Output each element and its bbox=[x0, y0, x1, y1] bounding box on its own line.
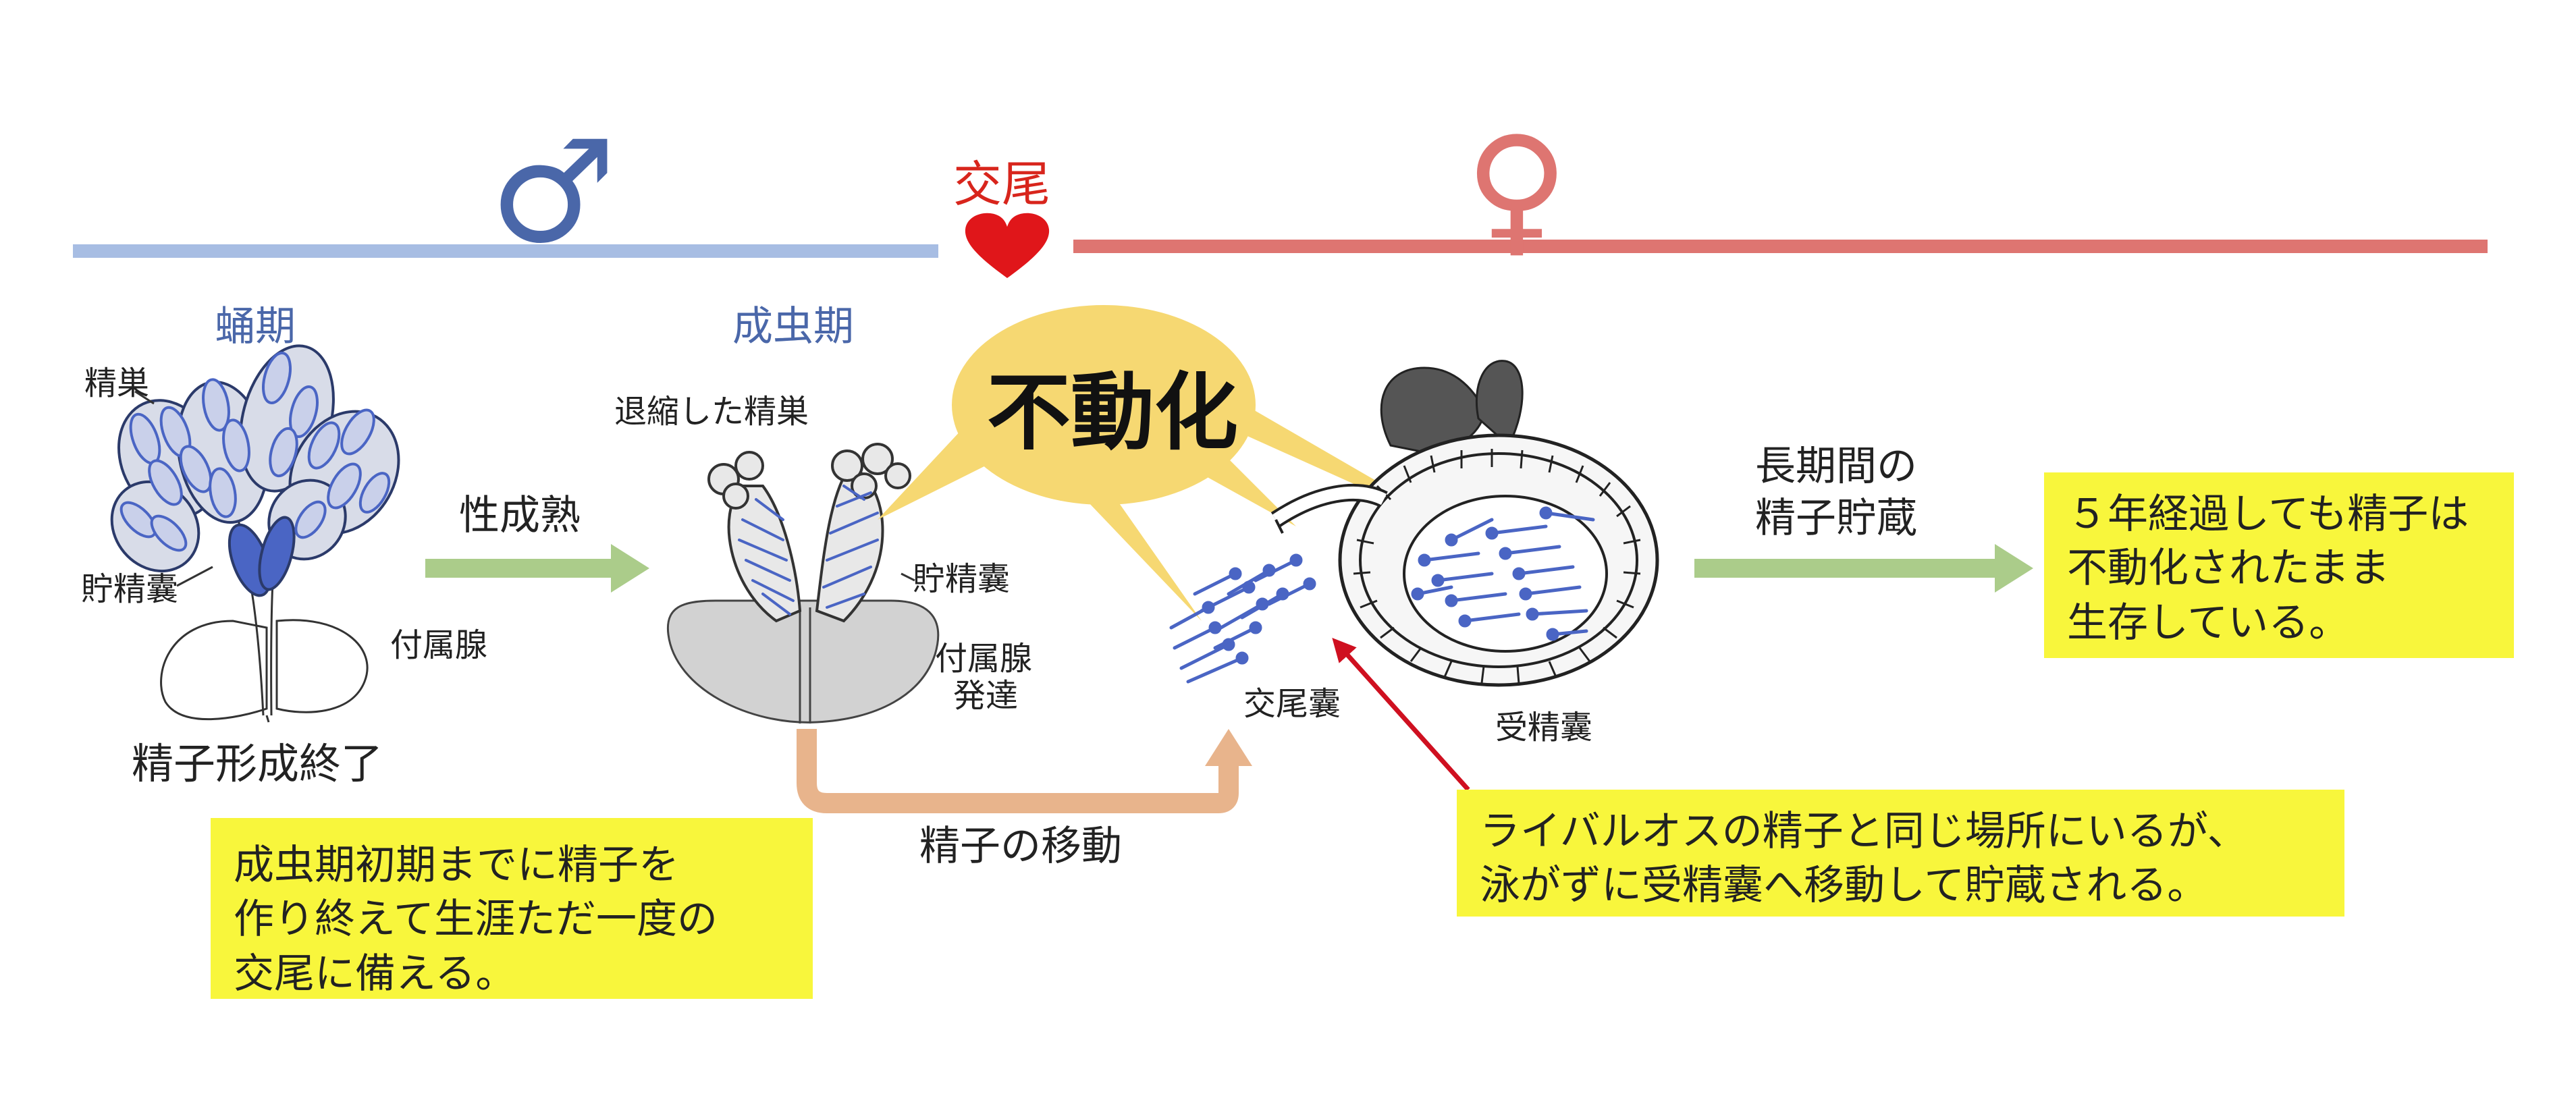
red-arrow bbox=[1332, 637, 1470, 792]
accessory-gland-developed-label-1: 付属腺 bbox=[935, 640, 1033, 678]
rival-note-line-1: ライバルオスの精子と同じ場所にいるが、 bbox=[1480, 808, 2248, 855]
storage-note: ５年経過しても精子は 不動化されたまま 生存している。 bbox=[2044, 472, 2514, 658]
heart-icon bbox=[965, 213, 1050, 278]
long-term-storage-label-1: 長期間の bbox=[1755, 443, 1917, 490]
female-organ-illustration bbox=[1169, 360, 1659, 792]
long-term-storage-label-2: 精子貯蔵 bbox=[1755, 495, 1917, 542]
male-note-line-3: 交尾に備える。 bbox=[234, 950, 516, 998]
accessory-gland-developed-label-2: 発達 bbox=[953, 677, 1019, 715]
maturation-label: 性成熟 bbox=[459, 492, 581, 539]
copulation-label: 交尾 bbox=[953, 156, 1051, 213]
adult-seminal-vesicle-label: 貯精囊 bbox=[913, 560, 1011, 598]
female-timeline-bar bbox=[1073, 240, 2488, 253]
maturation-arrow bbox=[425, 544, 649, 593]
bursa-label: 交尾囊 bbox=[1243, 685, 1341, 723]
rival-note-line-2: 泳がずに受精囊へ移動して貯蔵される。 bbox=[1480, 862, 2208, 910]
male-note: 成虫期初期までに精子を 作り終えて生涯ただ一度の 交尾に備える。 bbox=[211, 818, 813, 999]
adult-stage-label: 成虫期 bbox=[732, 303, 854, 350]
adult-organ-illustration bbox=[666, 443, 940, 724]
pupa-organ-illustration bbox=[110, 344, 400, 723]
storage-note-line-2: 不動化されたまま bbox=[2067, 545, 2390, 593]
spermatogenesis-label: 精子形成終了 bbox=[132, 739, 383, 788]
female-symbol: ♀ bbox=[1465, 106, 1569, 271]
seminal-vesicle-label: 貯精囊 bbox=[81, 570, 179, 608]
male-note-line-2: 作り終えて生涯ただ一度の bbox=[234, 896, 718, 944]
male-note-line-1: 成虫期初期までに精子を bbox=[234, 842, 679, 889]
accessory-gland-label: 付属腺 bbox=[390, 626, 488, 664]
immobilization-label: 不動化 bbox=[987, 364, 1239, 462]
storage-note-line-1: ５年経過しても精子は bbox=[2067, 491, 2469, 538]
testis-label: 精巣 bbox=[84, 364, 150, 402]
pupa-stage-label: 蛹期 bbox=[215, 303, 296, 350]
storage-arrow bbox=[1694, 544, 2033, 593]
rival-note: ライバルオスの精子と同じ場所にいるが、 泳がずに受精囊へ移動して貯蔵される。 bbox=[1457, 790, 2344, 917]
storage-note-line-3: 生存している。 bbox=[2067, 599, 2350, 647]
immobilization-bubble bbox=[878, 305, 1478, 621]
sperm-movement-label: 精子の移動 bbox=[919, 823, 1122, 870]
male-timeline-bar bbox=[73, 244, 938, 258]
sperm-transfer-arrow bbox=[797, 729, 1252, 813]
regressed-testis-label: 退縮した精巣 bbox=[614, 393, 809, 431]
male-symbol: ♂ bbox=[489, 109, 617, 275]
spermatheca-label: 受精囊 bbox=[1495, 709, 1593, 746]
